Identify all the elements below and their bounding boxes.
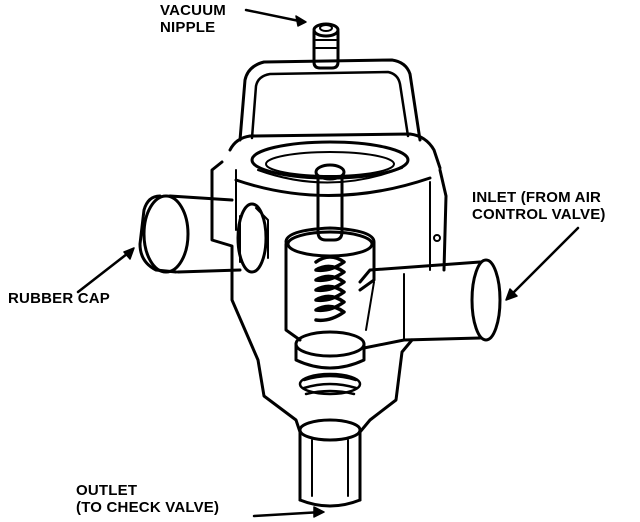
inlet-label: INLET (FROM AIR CONTROL VALVE) [472, 189, 606, 223]
outlet-label: OUTLET (TO CHECK VALVE) [76, 482, 219, 516]
inlet-pipe [358, 258, 502, 350]
valve-seat [294, 330, 366, 396]
inlet-label-line2: CONTROL VALVE) [472, 206, 606, 223]
rubber-cap-label: RUBBER CAP [8, 290, 110, 307]
diaphragm-cover [228, 58, 442, 197]
inlet-leader [506, 226, 580, 300]
valve-body [210, 160, 448, 434]
rubber-cap-label-line1: RUBBER CAP [8, 290, 111, 307]
leader-lines [76, 8, 580, 518]
inner-chamber [284, 163, 376, 342]
vacuum-nipple-label-line1: VACUUM [160, 2, 226, 19]
spring [314, 255, 346, 323]
outlet-leader [252, 510, 324, 518]
outlet-label-line1: OUTLET [76, 482, 138, 499]
outlet-pipe [298, 418, 362, 508]
rubber-cap-leader [76, 248, 134, 294]
rubber-cap [138, 194, 269, 274]
inlet-label-line1: INLET (FROM AIR [472, 189, 602, 206]
vacuum-nipple-label-line2: NIPPLE [160, 19, 216, 36]
vacuum-nipple-label: VACUUM NIPPLE [160, 2, 226, 36]
outlet-label-line2: (TO CHECK VALVE) [76, 499, 220, 516]
vacuum-nipple [312, 22, 340, 70]
vacuum-leader [244, 8, 306, 24]
